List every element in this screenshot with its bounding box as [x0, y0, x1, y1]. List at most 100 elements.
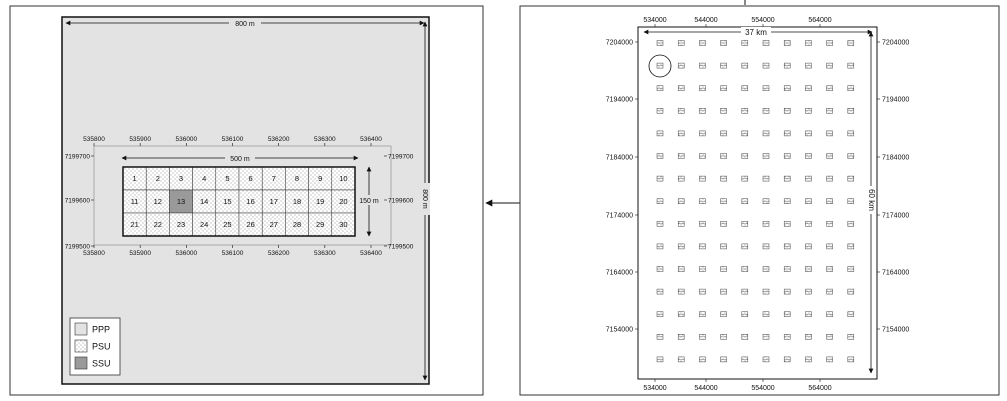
x-tick-label: 554000 — [751, 385, 774, 392]
psu-cell-label: 8 — [295, 174, 299, 183]
psu-cell-label: 29 — [316, 220, 324, 229]
x-tick-label: 536200 — [268, 136, 290, 143]
ppp-sample-marker — [656, 130, 664, 137]
ppp-sample-marker — [656, 243, 664, 250]
psu-grid-outline — [122, 166, 356, 237]
ppp-sample-marker — [720, 221, 727, 227]
ppp-sample-marker — [826, 153, 833, 159]
ppp-sample-marker — [762, 198, 770, 204]
psu-cell-label: 23 — [177, 220, 185, 229]
psu-cell-label: 22 — [154, 220, 162, 229]
ppp-sample-marker — [741, 130, 749, 137]
ppp-sample-marker — [699, 40, 706, 46]
ppp-sample-marker — [741, 153, 749, 159]
psu-cell-label: 20 — [339, 197, 347, 206]
ppp-sample-marker — [741, 40, 749, 46]
ppp-sample-marker — [826, 108, 833, 114]
ppp-sample-marker — [783, 311, 791, 317]
ppp-sample-marker — [805, 221, 812, 227]
ppp-sample-marker — [805, 130, 812, 137]
ppp-sample-marker — [656, 62, 664, 69]
ppp-sample-marker — [677, 198, 685, 204]
ppp-sample-marker — [783, 153, 791, 159]
legend-swatch-ssu — [74, 356, 88, 370]
y-tick-label: 7199600 — [388, 197, 414, 204]
x-tick-label: 535800 — [83, 250, 105, 257]
psu-cell-label: 19 — [316, 197, 324, 206]
x-tick-label: 544000 — [694, 17, 717, 24]
ppp-sample-marker — [656, 153, 664, 159]
x-tick-label: 534000 — [643, 17, 666, 24]
ppp-sample-marker — [699, 108, 706, 114]
ppp-sample-marker — [783, 85, 791, 91]
ppp-sample-marker — [677, 311, 685, 317]
ppp-sample-marker — [826, 356, 833, 363]
ppp-sample-marker — [783, 130, 791, 137]
ppp-sample-marker — [826, 221, 833, 227]
x-tick-label: 535900 — [129, 136, 151, 143]
y-tick-label: 7184000 — [606, 155, 633, 162]
y-tick-label: 7154000 — [606, 327, 633, 334]
ppp-sample-marker — [677, 175, 685, 182]
psu-cell-label: 9 — [318, 174, 322, 183]
ppp-sample-marker — [847, 311, 855, 317]
ppp-sample-marker — [783, 334, 791, 340]
ppp-sample-marker — [847, 108, 855, 114]
x-tick-label: 536000 — [175, 250, 197, 257]
y-tick-label: 7164000 — [882, 270, 909, 277]
y-tick-label: 7174000 — [882, 213, 909, 220]
ppp-sample-marker — [656, 175, 664, 182]
ppp-sample-marker — [741, 311, 749, 317]
psu-cell-label: 4 — [202, 174, 206, 183]
psu-cell-label: 1 — [133, 174, 137, 183]
ppp-sample-marker — [720, 266, 727, 272]
ppp-sample-marker — [720, 40, 727, 46]
psu-cell-label: 14 — [200, 197, 208, 206]
ppp-sample-marker — [741, 221, 749, 227]
psu-cell-label: 28 — [293, 220, 301, 229]
inner-width-dimension-label: 500 m — [230, 156, 250, 163]
ppp-sample-marker — [805, 153, 812, 159]
ppp-sample-marker — [805, 108, 812, 114]
ppp-sample-marker — [847, 266, 855, 272]
ppp-sample-marker — [805, 243, 812, 250]
ppp-sample-marker — [677, 266, 685, 272]
ppp-sample-marker — [720, 130, 727, 137]
psu-cell-label: 18 — [293, 197, 301, 206]
psu-cell-label: 5 — [225, 174, 229, 183]
ppp-sample-marker — [699, 62, 706, 69]
ppp-sample-marker — [720, 243, 727, 250]
ppp-sample-marker — [847, 334, 855, 340]
ppp-sample-marker — [699, 334, 706, 340]
ppp-sample-marker — [656, 356, 664, 363]
ppp-sample-marker — [677, 85, 685, 91]
ppp-sample-marker — [699, 198, 706, 204]
ppp-sample-marker — [826, 243, 833, 250]
psu-cell-label: 24 — [200, 220, 208, 229]
psu-cell-label: 27 — [270, 220, 278, 229]
ppp-sample-marker — [805, 311, 812, 317]
study-area-frame — [637, 26, 878, 380]
ppp-sample-marker — [720, 288, 727, 295]
ppp-sample-marker — [699, 243, 706, 250]
ppp-sample-marker — [847, 153, 855, 159]
ppp-sample-marker — [762, 175, 770, 182]
ppp-sample-marker — [677, 243, 685, 250]
psu-cell-label: 11 — [131, 197, 139, 206]
ppp-sample-marker — [677, 153, 685, 159]
selected-ppp-circle — [648, 54, 672, 78]
ppp-sample-marker — [762, 311, 770, 317]
ppp-sample-marker — [762, 288, 770, 295]
y-tick-label: 7199700 — [388, 153, 414, 160]
ppp-sample-marker — [826, 40, 833, 46]
ppp-sample-marker — [805, 288, 812, 295]
y-tick-label: 7194000 — [882, 97, 909, 104]
ppp-sample-marker — [656, 266, 664, 272]
ppp-sample-marker — [741, 85, 749, 91]
ppp-sample-marker — [762, 108, 770, 114]
ppp-sample-marker — [720, 175, 727, 182]
